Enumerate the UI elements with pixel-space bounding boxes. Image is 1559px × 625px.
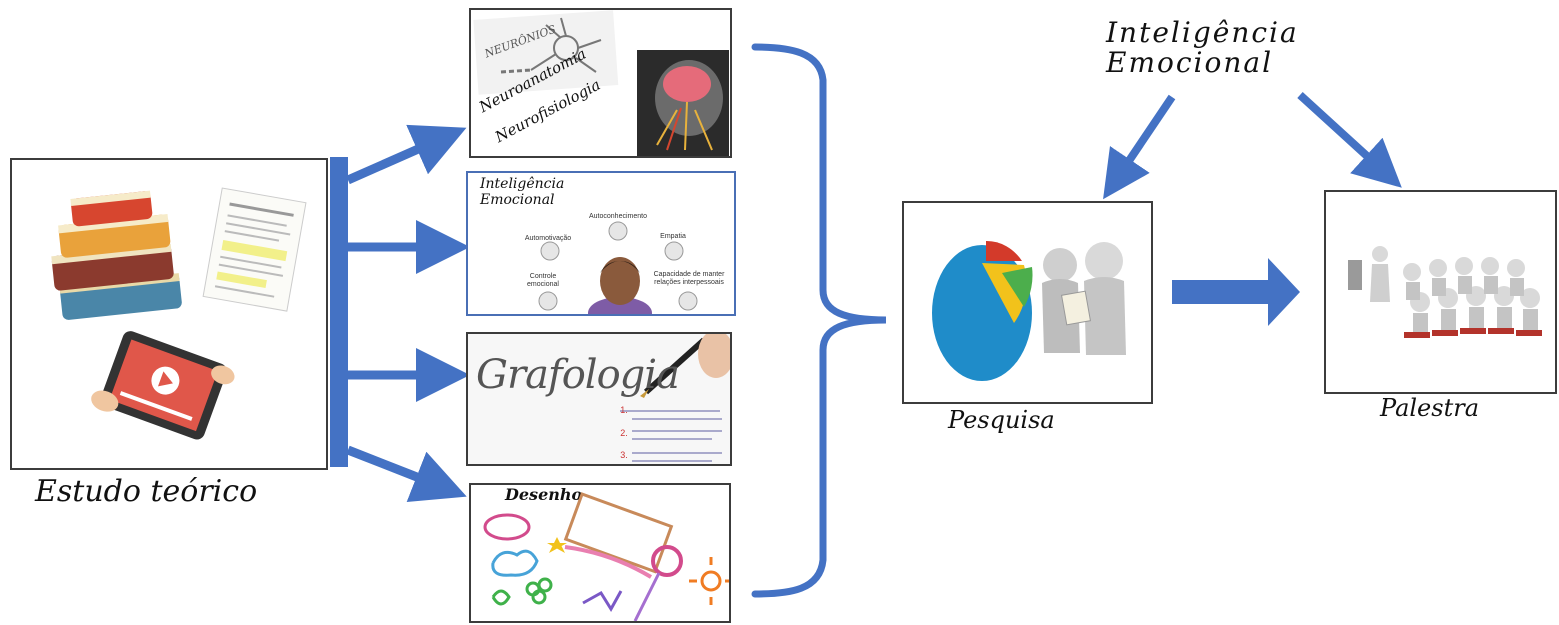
ie-label-controle: Controle emocional: [527, 273, 559, 288]
document-icon: [202, 187, 307, 312]
arrow-to-neuro: [346, 124, 467, 185]
pen-icon: [468, 334, 730, 464]
study-box: [10, 158, 328, 470]
neuron-sketch-icon: [473, 10, 619, 95]
block-arrow: [1172, 258, 1300, 326]
ie-title-1: Inteligência: [480, 176, 565, 192]
grafologia-word: Grafologia: [476, 352, 680, 398]
tablet-video-icon: [91, 331, 235, 440]
ie-box: Inteligência Emocional Autoconhecimento …: [466, 171, 736, 316]
ie-icons: [538, 221, 698, 314]
ie-label-empatia: Empatia: [660, 233, 686, 240]
desenho-box: Desenho: [469, 483, 731, 623]
arrow-to-palestra: [1297, 92, 1402, 188]
audience-icon: [1348, 246, 1542, 338]
ie-label-autoconhecimento: Autoconhecimento: [589, 213, 647, 220]
study-caption: Estudo teórico: [35, 474, 258, 509]
desenho-title: Desenho: [505, 485, 583, 504]
top-label-line-2: Emocional: [1106, 46, 1274, 79]
grafologia-box: Grafologia 1. 2. 3.: [466, 332, 732, 466]
arrow-to-pesquisa: [1103, 94, 1176, 200]
arrow-to-desenho: [346, 445, 467, 502]
top-label-line-1: Inteligência: [1106, 16, 1299, 49]
neuro-box: NEURÔNIOS Neuroanatomia Neurofisiologia: [469, 8, 732, 158]
grafologia-num-2: 2.: [620, 428, 628, 438]
ie-label-relacoes: Capacidade de manter relações interpesso…: [653, 271, 725, 286]
grafologia-num-3: 3.: [620, 450, 628, 460]
split-bar: [330, 157, 348, 467]
books-icon: [51, 190, 182, 320]
curly-brace: [751, 43, 887, 598]
pie-people-icon: [932, 240, 1126, 381]
ie-label-automotivacao: Automotivação: [524, 235, 572, 242]
research-box: [902, 201, 1153, 404]
research-caption: Pesquisa: [948, 406, 1055, 434]
doodles-icon: [483, 492, 729, 621]
brain-head-icon: [637, 50, 729, 156]
grafologia-num-1: 1.: [620, 405, 628, 415]
talk-box: [1324, 190, 1557, 394]
talk-caption: Palestra: [1380, 394, 1479, 422]
ie-title-2: Emocional: [480, 192, 555, 208]
